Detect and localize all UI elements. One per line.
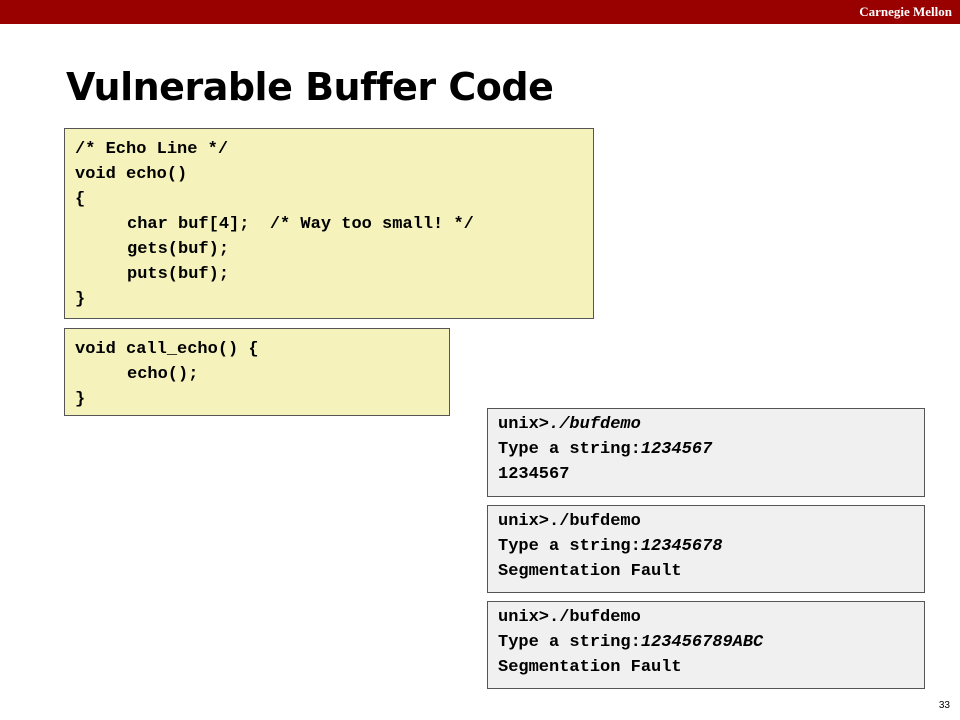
prompt: unix> — [498, 415, 550, 434]
code-line: void echo() — [75, 165, 188, 184]
code-line: /* Echo Line */ — [75, 140, 229, 159]
code-line: puts(buf); — [127, 265, 230, 284]
code-comment: /* Way too small! */ — [249, 215, 474, 234]
header-bar: Carnegie Mellon — [0, 0, 960, 24]
command: ./bufdemo — [549, 608, 641, 627]
prompt: unix> — [498, 608, 550, 627]
terminal-result: Segmentation Fault — [498, 562, 682, 581]
code-line: char buf[4]; /* Way too small! */ — [75, 212, 583, 237]
prompt: unix> — [498, 512, 550, 531]
terminal-command-line: unix>./bufdemo — [498, 509, 914, 534]
prompt-text: Type a string: — [498, 440, 641, 459]
user-input: 123456789ABC — [640, 633, 764, 652]
terminal-result: Segmentation Fault — [498, 658, 682, 677]
terminal-input-line: Type a string:1234567 — [498, 437, 914, 462]
prompt-text: Type a string: — [498, 537, 641, 556]
echo-code-block: /* Echo Line */ void echo() { char buf[4… — [64, 128, 594, 319]
code-statement: char buf[4]; — [127, 215, 250, 234]
terminal-output-1: unix>./bufdemo Type a string:1234567 123… — [487, 408, 925, 497]
prompt-text: Type a string: — [498, 633, 641, 652]
code-line: } — [75, 290, 86, 309]
code-line: echo(); — [127, 365, 199, 384]
terminal-command-line: unix>./bufdemo — [498, 412, 914, 437]
code-line: void call_echo() { — [75, 340, 259, 359]
brand-label: Carnegie Mellon — [859, 4, 952, 19]
terminal-output-2: unix>./bufdemo Type a string:12345678 Se… — [487, 505, 925, 593]
page-number: 33 — [938, 700, 950, 711]
call-echo-code-block: void call_echo() { echo(); } — [64, 328, 450, 416]
slide-title: Vulnerable Buffer Code — [66, 65, 554, 109]
code-line: gets(buf); — [127, 240, 230, 259]
terminal-input-line: Type a string:123456789ABC — [498, 630, 914, 655]
terminal-input-line: Type a string:12345678 — [498, 534, 914, 559]
code-line: } — [75, 390, 86, 409]
code-line: { — [75, 190, 86, 209]
user-input: 1234567 — [640, 440, 713, 459]
command: ./bufdemo — [549, 512, 641, 531]
terminal-output-3: unix>./bufdemo Type a string:123456789AB… — [487, 601, 925, 689]
user-input: 12345678 — [640, 537, 723, 556]
terminal-command-line: unix>./bufdemo — [498, 605, 914, 630]
command: ./bufdemo — [549, 415, 641, 434]
terminal-result: 1234567 — [498, 465, 570, 484]
